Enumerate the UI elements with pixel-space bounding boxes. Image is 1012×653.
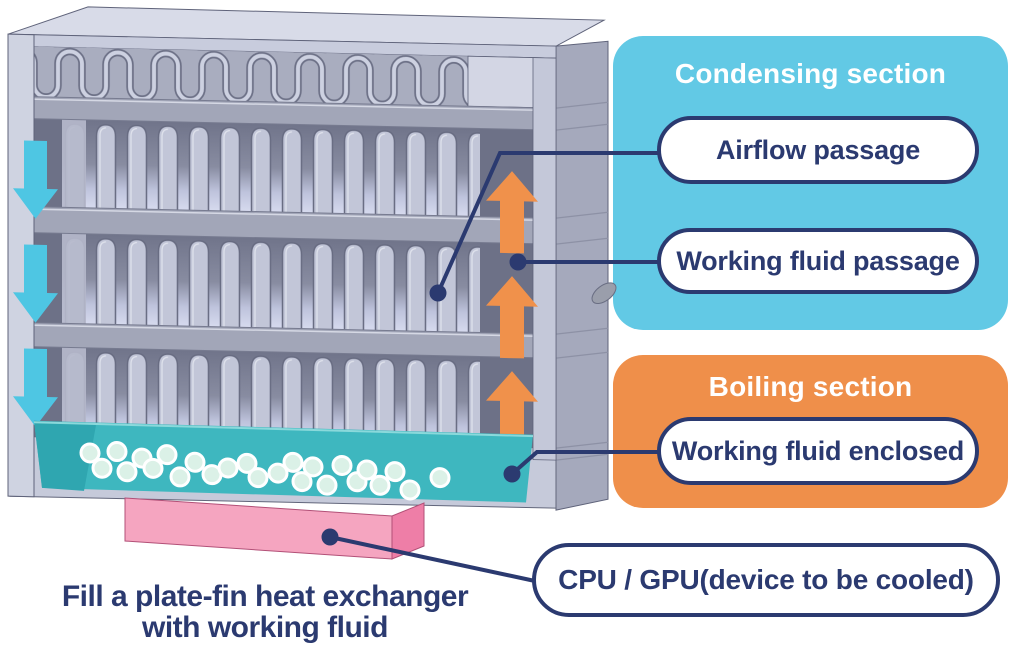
bubble	[267, 462, 289, 484]
bubble	[369, 474, 391, 496]
bubble	[356, 459, 378, 481]
bubble	[331, 454, 353, 476]
bubble	[116, 461, 138, 483]
connector-line-cpu-gpu	[329, 535, 536, 583]
bubble	[169, 466, 191, 488]
connector-dot-working-fluid-enclosed	[503, 465, 521, 483]
bubble	[184, 451, 206, 473]
connectors	[321, 151, 660, 583]
plate-bands	[7, 95, 557, 359]
bubble	[201, 464, 223, 486]
exchanger-body	[7, 6, 617, 511]
fin-layer-2	[62, 233, 480, 333]
connector-dot-working-fluid-passage	[509, 253, 527, 271]
label-airflow-passage: Airflow passage	[657, 116, 979, 184]
serpentine-cover-panel	[467, 55, 557, 109]
condensing-section-panel: Condensing section Airflow passage Worki…	[613, 36, 1008, 330]
airflow-down-arrow-icon	[13, 244, 58, 323]
bubble	[429, 467, 451, 489]
bubble	[91, 457, 113, 479]
right-side-face	[555, 40, 609, 511]
bubble	[316, 474, 338, 496]
bubble	[142, 457, 164, 479]
vapor-up-arrow-icon	[486, 276, 538, 359]
airflow-down-arrows	[13, 140, 58, 427]
bubble	[217, 457, 239, 479]
serpentine-fin-row	[24, 46, 470, 107]
vapor-up-arrow-icon	[486, 371, 538, 454]
airflow-down-arrow-icon	[13, 140, 58, 219]
top-face	[7, 6, 606, 47]
airflow-down-arrow-icon	[13, 348, 58, 427]
fin-layer-1	[62, 119, 480, 217]
boiling-section-title: Boiling section	[708, 371, 913, 402]
boiling-section-panel: Boiling section Working fluid enclosed	[613, 355, 1008, 508]
label-working-fluid-passage: Working fluid passage	[657, 228, 979, 294]
connector-dot-airflow-passage	[429, 284, 447, 302]
fin-layer-3	[62, 347, 480, 447]
vapor-up-arrows	[486, 171, 538, 454]
caption-text: Fill a plate-fin heat exchanger with wor…	[10, 580, 520, 645]
working-fluid-pool	[33, 420, 534, 503]
left-wall	[7, 33, 35, 498]
connector-dot-cpu-gpu	[321, 528, 339, 546]
label-cpu-gpu: CPU / GPU(device to be cooled)	[532, 543, 1000, 617]
vapor-up-arrow-icon	[486, 171, 538, 254]
bubble	[282, 451, 304, 473]
bubble	[384, 461, 406, 483]
cpu-gpu-block	[124, 497, 425, 560]
bubble	[291, 471, 313, 493]
label-working-fluid-enclosed: Working fluid enclosed	[657, 417, 979, 485]
bubble	[131, 447, 153, 469]
condensing-section-title: Condensing section	[674, 58, 947, 89]
bubble	[156, 444, 178, 466]
caption-line-1: Fill a plate-fin heat exchanger	[61, 580, 469, 613]
right-frame-post	[532, 57, 557, 461]
bubble	[236, 452, 258, 474]
left-air-channel	[34, 96, 62, 438]
base-slab	[9, 435, 557, 509]
caption-line-2: with working fluid	[142, 611, 388, 645]
vapor-channel	[480, 128, 533, 448]
bubble	[106, 441, 128, 463]
bubble	[79, 442, 101, 464]
bubble	[247, 467, 269, 489]
bubble	[346, 471, 368, 493]
serpentine-backdrop	[8, 46, 556, 109]
side-face-seams	[555, 101, 609, 461]
top-cap-front	[7, 33, 557, 59]
bubble	[302, 456, 324, 478]
bubble	[399, 479, 421, 501]
vapor-bubbles	[79, 441, 451, 501]
